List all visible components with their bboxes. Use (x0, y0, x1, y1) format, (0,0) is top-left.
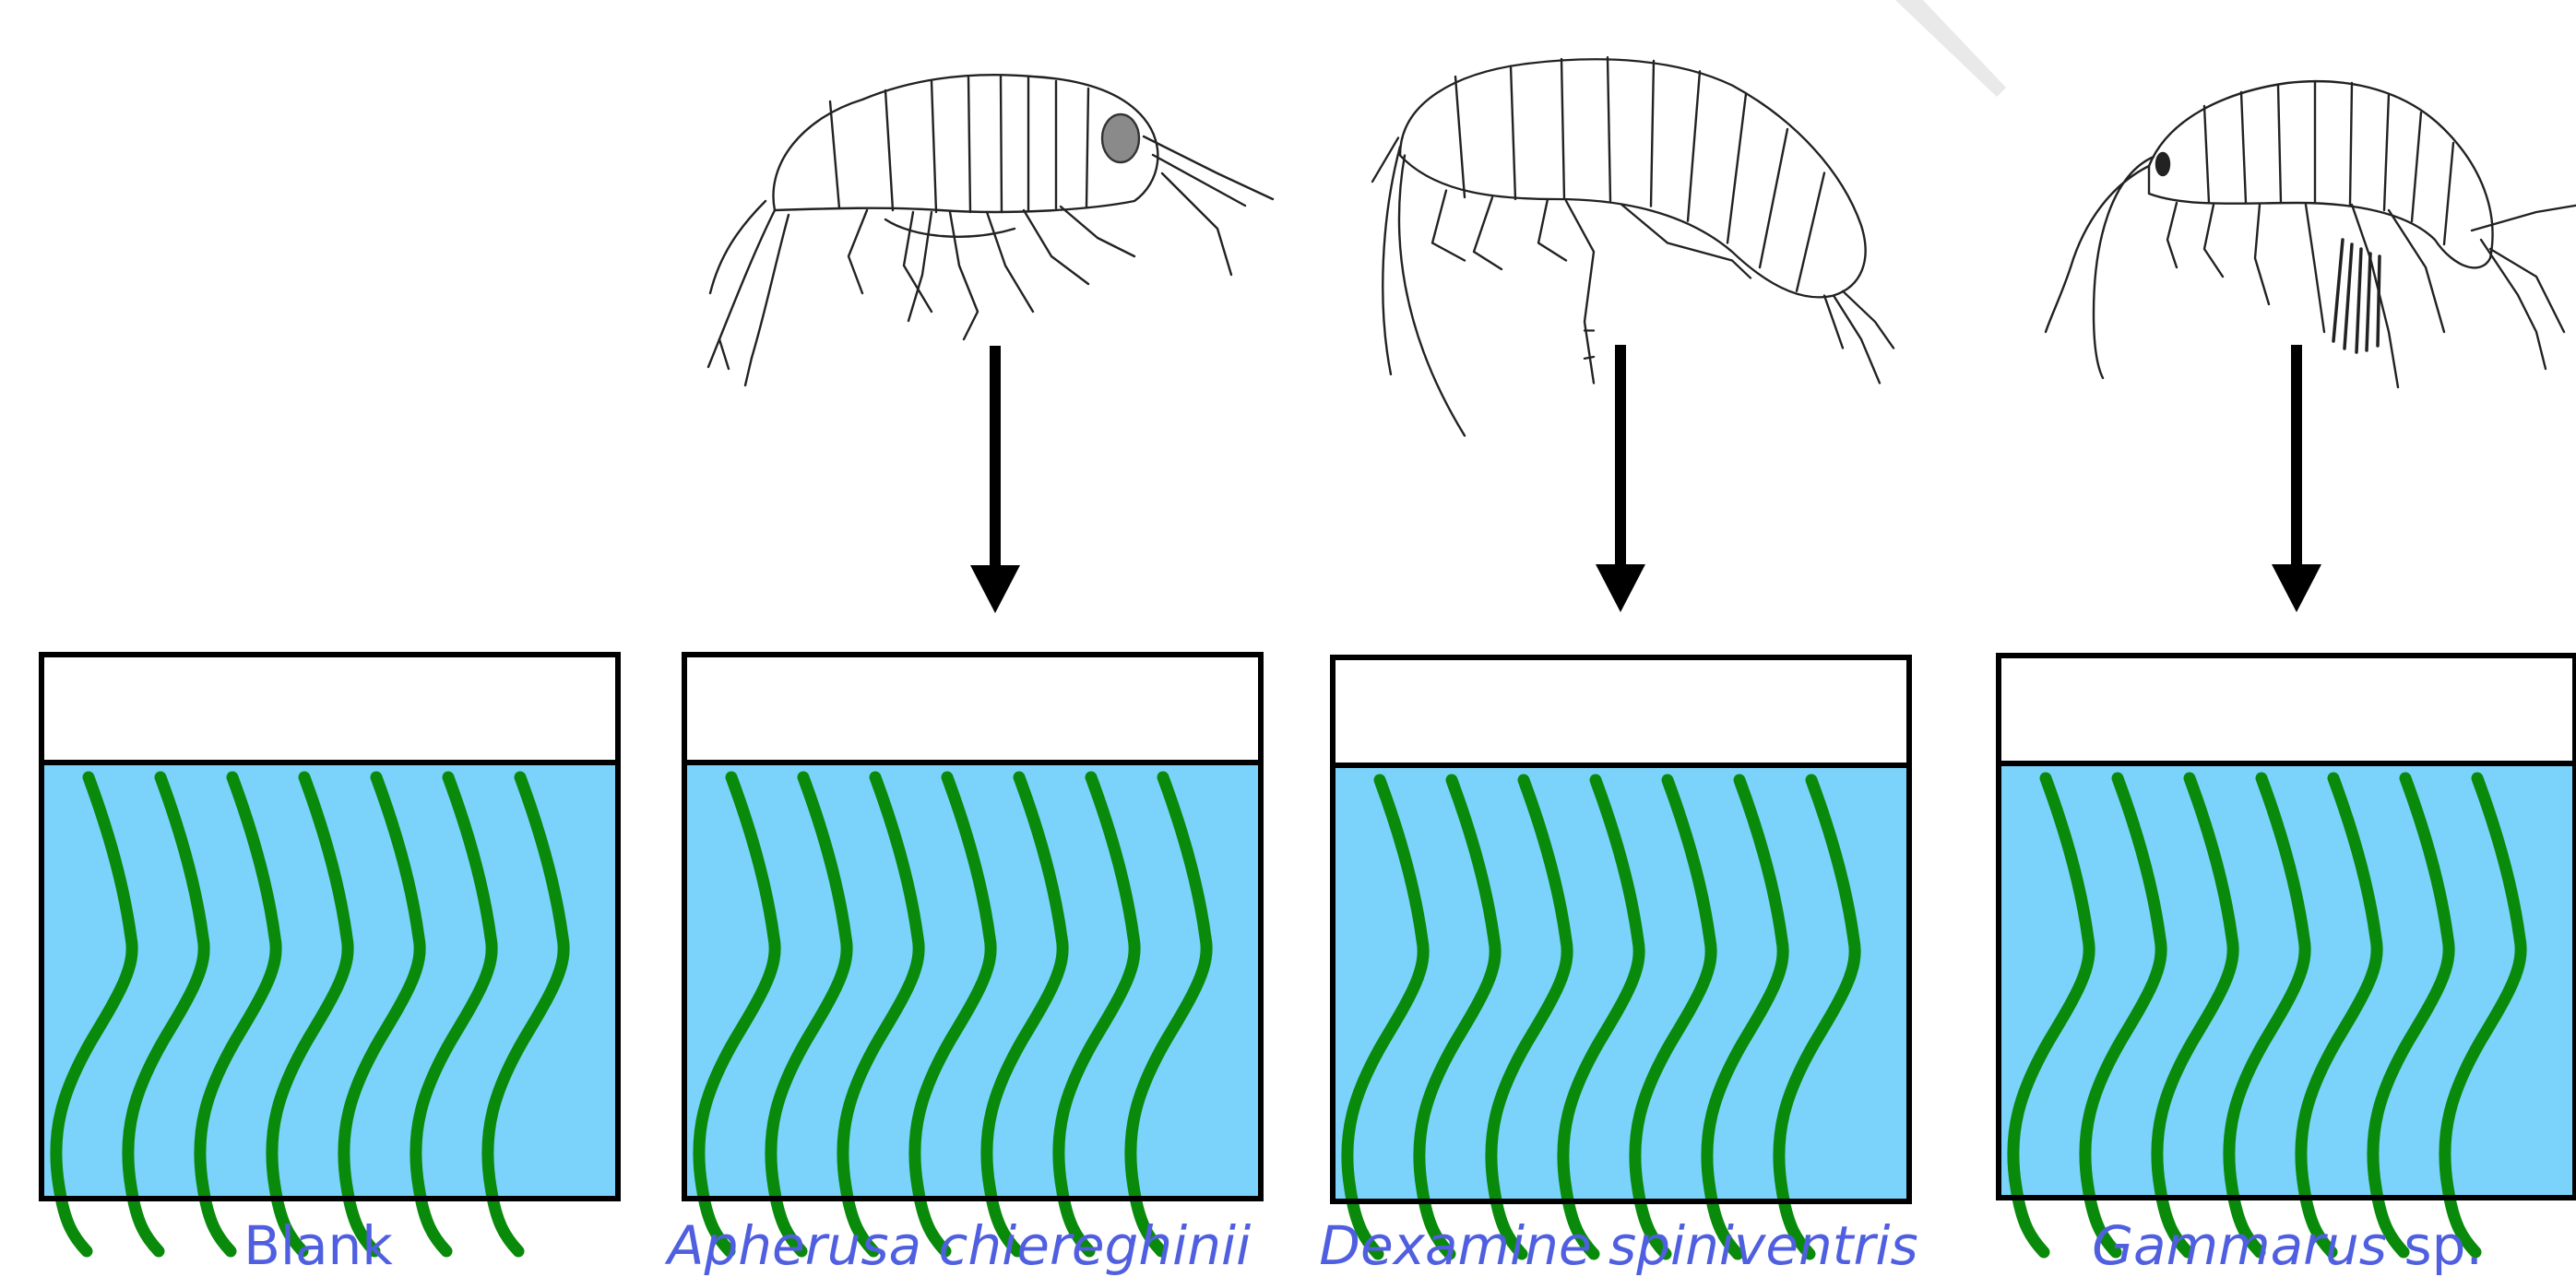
tank-label-2: Apherusa chiereghinii (636, 1215, 1282, 1276)
watermark-streak (1895, 0, 2006, 97)
tank-2 (684, 655, 1261, 1251)
arrow-down-2 (1596, 345, 1645, 612)
amphipod-dexamine-illustration (1372, 57, 1893, 435)
tank-headspace (1333, 657, 1909, 765)
species-name: Apherusa chiereghinii (668, 1214, 1251, 1277)
species-name: Blank (243, 1214, 393, 1277)
tank-3 (1333, 657, 1909, 1254)
tank-headspace (1999, 656, 2575, 763)
species-name: Dexamine spiniventris (1319, 1214, 1917, 1277)
arrow-down-1 (970, 346, 1020, 613)
amphipod-gammarus-illustration (2046, 81, 2576, 387)
tank-1 (42, 655, 618, 1251)
tank-4 (1999, 656, 2575, 1252)
tank-label-4: Gammarus sp. (2011, 1215, 2564, 1276)
tank-headspace (42, 655, 618, 763)
tank-label-3: Dexamine spiniventris (1300, 1215, 1937, 1276)
tank-headspace (684, 655, 1261, 763)
species-name: Gammarus (2092, 1214, 2387, 1277)
species-suffix: sp. (2387, 1214, 2483, 1277)
amphipod-apherusa-illustration (708, 75, 1273, 385)
tank-label-1: Blank (148, 1215, 489, 1276)
arrow-down-3 (2272, 345, 2321, 612)
tanks-layer (42, 655, 2575, 1254)
